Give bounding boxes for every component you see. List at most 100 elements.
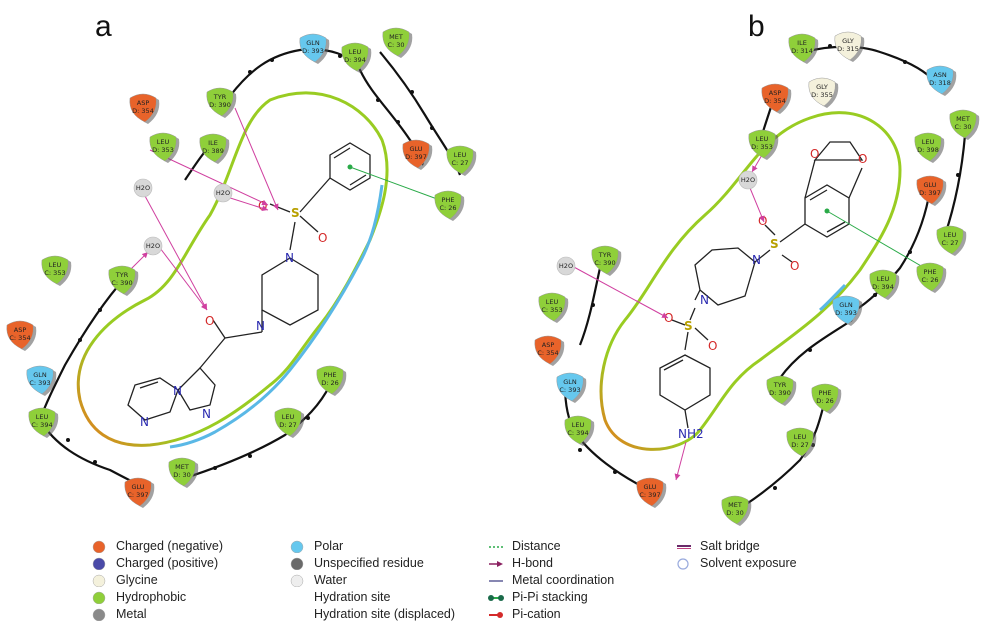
residue-chain: D: 394 bbox=[344, 56, 366, 64]
residue-shape bbox=[446, 145, 474, 175]
unspecified-icon bbox=[290, 557, 306, 571]
residue-shape bbox=[591, 245, 619, 275]
residue-chain: C: 394 bbox=[31, 421, 52, 429]
residue-name: H2O bbox=[136, 184, 150, 192]
water-molecule: H2O bbox=[738, 170, 758, 190]
residue-shape bbox=[808, 77, 836, 107]
residue-chain: D: 355 bbox=[811, 91, 833, 99]
atom-label: O bbox=[205, 314, 214, 328]
backbone-dots bbox=[66, 54, 434, 470]
panel-b-letter: b bbox=[748, 10, 765, 43]
water-icon bbox=[290, 574, 306, 588]
residue-name: H2O bbox=[559, 262, 573, 270]
residue-shape bbox=[274, 407, 302, 437]
interactions-b bbox=[571, 154, 929, 481]
residue-shape bbox=[199, 133, 227, 163]
residue-name: ASP bbox=[14, 326, 27, 334]
legend: Charged (negative)Charged (positive)Glyc… bbox=[0, 538, 981, 628]
atom-label: N bbox=[202, 407, 211, 421]
h-bond bbox=[674, 441, 687, 481]
legend-label: Charged (negative) bbox=[116, 539, 224, 553]
atom-label: N bbox=[256, 319, 265, 333]
residue-name: H2O bbox=[146, 242, 160, 250]
residue-chain: C: 27 bbox=[941, 239, 958, 247]
water-icon bbox=[213, 183, 233, 203]
panel-a: a bbox=[6, 10, 477, 508]
negative-icon bbox=[92, 540, 108, 554]
residue-shape bbox=[206, 87, 234, 117]
residue-shape bbox=[916, 262, 944, 292]
legend-label: Hydration site (displaced) bbox=[314, 607, 456, 621]
residue-name: PHE bbox=[924, 268, 937, 276]
residue-shape bbox=[402, 139, 430, 169]
h-bond bbox=[144, 195, 208, 311]
residue-name: ASP bbox=[542, 341, 555, 349]
residue-shape bbox=[538, 292, 566, 322]
pocket-contour-polar bbox=[819, 283, 847, 312]
glycine-icon bbox=[92, 574, 108, 588]
residue-name: PHE bbox=[324, 371, 337, 379]
atom-label: O bbox=[664, 311, 673, 325]
water-molecule: H2O bbox=[133, 178, 153, 198]
residue-shape bbox=[299, 33, 327, 63]
residue-shape bbox=[766, 375, 794, 405]
residue-name: ASP bbox=[137, 99, 150, 107]
residue-name: GLN bbox=[33, 371, 47, 379]
residue-chain: D: 27 bbox=[791, 441, 809, 449]
legend-label: Polar bbox=[314, 539, 344, 553]
residue-chain: D: 30 bbox=[726, 509, 744, 517]
residue-shape bbox=[786, 427, 814, 457]
residue-chain: C: 393 bbox=[559, 386, 580, 394]
residue-chain: D: 389 bbox=[202, 147, 224, 155]
residue-chain: D: 393 bbox=[302, 47, 324, 55]
residue-name: GLY bbox=[842, 37, 854, 45]
residue-shape bbox=[149, 132, 177, 162]
residue-chain: D: 390 bbox=[209, 101, 231, 109]
residue-chain: C: 354 bbox=[9, 334, 30, 342]
residue-name: GLU bbox=[923, 181, 936, 189]
residue-name: TYR bbox=[773, 381, 787, 389]
legend-label: Water bbox=[314, 573, 347, 587]
backbone-chain bbox=[184, 384, 331, 480]
legend-label: Pi-Pi stacking bbox=[512, 590, 588, 604]
pi-pi-stacking bbox=[824, 208, 830, 214]
residue-name: GLN bbox=[839, 301, 853, 309]
legend-label: Distance bbox=[512, 539, 561, 553]
residue-chain: D: 354 bbox=[132, 107, 154, 115]
h-bond bbox=[234, 107, 279, 211]
h-bond bbox=[159, 247, 208, 311]
water-molecule: H2O bbox=[556, 256, 576, 276]
residue-chain: C: 394 bbox=[567, 429, 588, 437]
residue-shape bbox=[914, 132, 942, 162]
pocket-contour-polar bbox=[169, 184, 384, 449]
residue-chain: D: 314 bbox=[791, 47, 813, 55]
residue-shape bbox=[834, 31, 862, 61]
residue-chain: D: 30 bbox=[173, 471, 191, 479]
residue-name: PHE bbox=[442, 196, 455, 204]
residue-name: GLU bbox=[131, 483, 144, 491]
atom-label: N bbox=[173, 384, 182, 398]
hydrophobic-icon bbox=[92, 591, 108, 605]
atom-label: NH2 bbox=[678, 427, 704, 441]
atom-label: O bbox=[790, 259, 799, 273]
metalcoord-icon bbox=[488, 574, 504, 587]
residue-shape bbox=[168, 457, 196, 487]
residue-chain: D: 318 bbox=[929, 79, 951, 87]
